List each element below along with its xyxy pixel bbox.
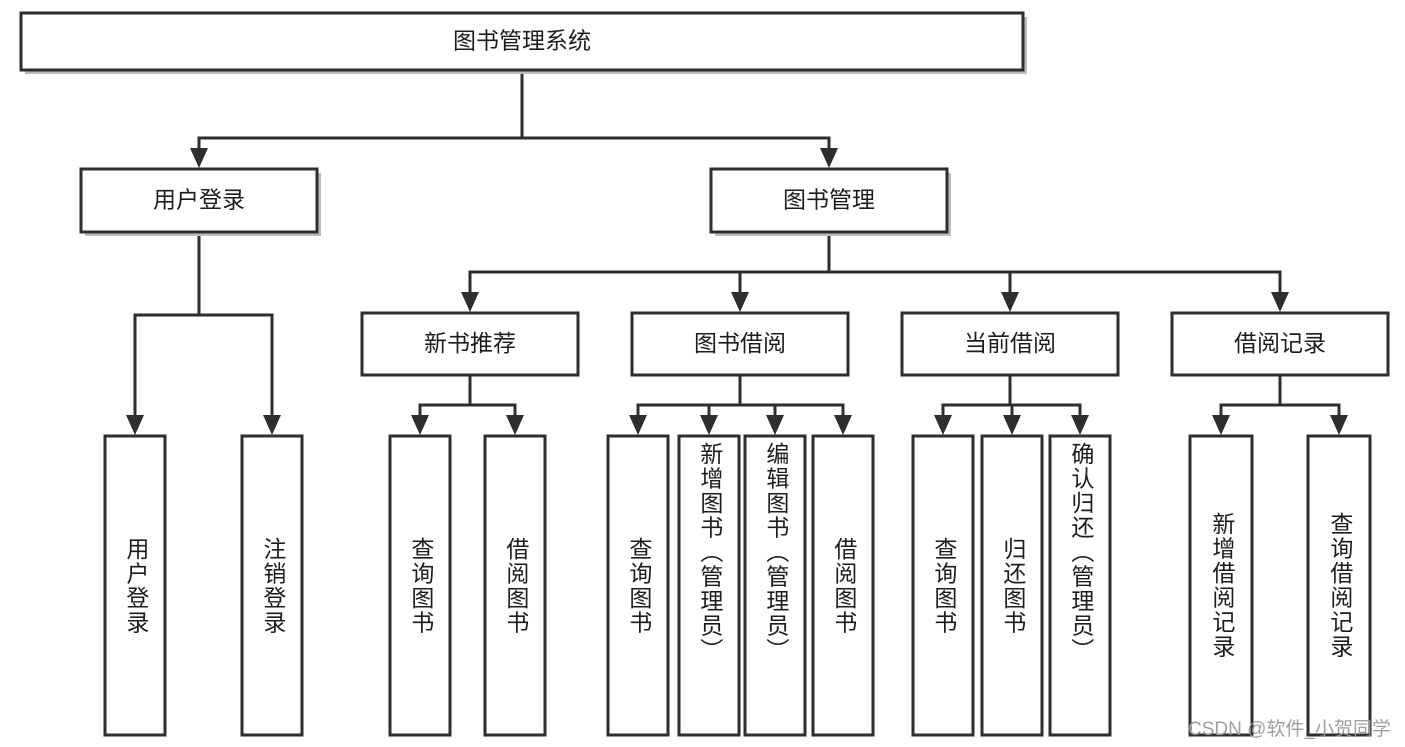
node-leaf_5[interactable] xyxy=(677,434,741,737)
node-leaf_2[interactable] xyxy=(388,434,452,737)
node-leaf_10[interactable] xyxy=(1048,434,1112,737)
connector-new-book-to-leaves xyxy=(411,373,524,435)
node-leaf_4[interactable] xyxy=(606,434,670,737)
node-l2_0[interactable]: 新书推荐 xyxy=(360,311,580,377)
connector-current-borrow-to-leaves xyxy=(934,373,1089,435)
node-l2_1[interactable]: 图书借阅 xyxy=(630,311,850,377)
node-label: 图书管理 xyxy=(783,187,875,213)
node-label: 借阅记录 xyxy=(1234,330,1326,356)
node-l2_2[interactable]: 当前借阅 xyxy=(900,311,1120,377)
node-leaf_9[interactable] xyxy=(980,434,1044,737)
node-l1_1[interactable]: 图书管理 xyxy=(709,167,951,236)
node-leaf_12[interactable] xyxy=(1306,434,1372,737)
node-leaf_3[interactable] xyxy=(483,434,547,737)
node-label: 图书管理系统 xyxy=(453,28,591,54)
node-label: 图书借阅 xyxy=(694,330,786,356)
connector-user-login-to-leaves xyxy=(126,230,281,435)
connector-book-management-to-modules xyxy=(461,230,1289,312)
node-l2_3[interactable]: 借阅记录 xyxy=(1170,311,1390,377)
connector-borrow-record-to-leaves xyxy=(1212,373,1348,435)
node-label: 用户登录 xyxy=(153,187,245,213)
node-label: 当前借阅 xyxy=(964,330,1056,356)
edges-layer xyxy=(126,68,1348,435)
node-leaf_7[interactable] xyxy=(811,434,875,737)
node-leaf_11[interactable] xyxy=(1188,434,1254,737)
node-l1_0[interactable]: 用户登录 xyxy=(79,167,321,236)
connector-book-borrow-to-leaves xyxy=(629,373,852,435)
node-label: 新书推荐 xyxy=(424,330,516,356)
node-leaf_0[interactable] xyxy=(103,434,167,737)
node-leaf_8[interactable] xyxy=(911,434,975,737)
node-leaf_1[interactable] xyxy=(240,434,304,737)
node-leaf_6[interactable] xyxy=(743,434,807,737)
node-root[interactable]: 图书管理系统 xyxy=(19,11,1027,74)
connector-root-to-level1 xyxy=(190,68,838,168)
